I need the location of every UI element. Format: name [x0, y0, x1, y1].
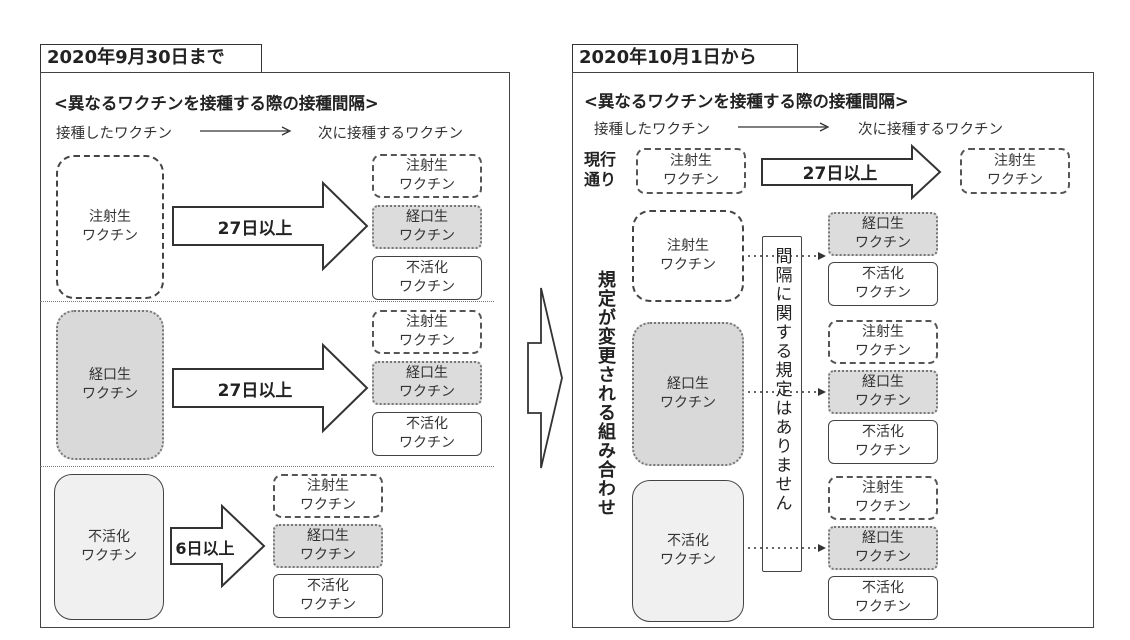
left-separator-2 — [40, 466, 494, 467]
right-g2-target-oral: 経口生 ワクチン — [828, 370, 938, 414]
transition-arrow — [527, 287, 563, 469]
left-source-inactivated: 不活化 ワクチン — [54, 474, 164, 620]
right-g3-target-oral: 経口生 ワクチン — [828, 526, 938, 570]
right-source-inactivated: 不活化 ワクチン — [632, 480, 744, 622]
right-from-label: 接種したワクチン — [594, 122, 710, 138]
right-period-header: 2020年10月1日から — [572, 44, 798, 72]
left-source-injectable-live: 注射生 ワクチン — [56, 155, 164, 299]
no-interval-rule-box: 間隔に関する規定はありません — [762, 236, 802, 572]
no-interval-rule-text: 間隔に関する規定はありません — [771, 247, 792, 513]
right-subtitle: <異なるワクチンを接種する際の接種間隔> — [584, 92, 909, 111]
left-g2-target-injectable: 注射生 ワクチン — [372, 310, 482, 354]
right-g2-target-injectable: 注射生 ワクチン — [828, 320, 938, 364]
current-rule-label: 現行 通り — [584, 150, 617, 189]
left-separator-1 — [40, 301, 494, 302]
left-g2-target-oral: 経口生 ワクチン — [372, 361, 482, 405]
right-g2-target-inactivated: 不活化 ワクチン — [828, 420, 938, 464]
left-period-header: 2020年9月30日まで — [40, 44, 262, 72]
left-g3-target-oral: 経口生 ワクチン — [273, 524, 383, 568]
left-g1-target-injectable: 注射生 ワクチン — [372, 154, 482, 198]
left-g1-target-oral: 経口生 ワクチン — [372, 205, 482, 249]
current-source-injectable: 注射生 ワクチン — [636, 148, 746, 194]
right-source-oral-live: 経口生 ワクチン — [632, 322, 744, 466]
left-interval-label-2: 27日以上 — [217, 380, 293, 401]
left-g3-target-injectable: 注射生 ワクチン — [273, 474, 383, 518]
current-interval-label: 27日以上 — [802, 163, 878, 184]
left-g1-target-inactivated: 不活化 ワクチン — [372, 256, 482, 300]
left-source-oral-live: 経口生 ワクチン — [56, 310, 164, 460]
right-to-label: 次に接種するワクチン — [858, 122, 1003, 138]
changed-combinations-label: 規定が変更される組み合わせ — [595, 270, 616, 517]
right-g3-target-injectable: 注射生 ワクチン — [828, 476, 938, 520]
left-from-label: 接種したワクチン — [56, 126, 172, 142]
left-to-label: 次に接種するワクチン — [318, 126, 463, 142]
left-interval-label-3: 6日以上 — [175, 539, 235, 558]
current-target-injectable: 注射生 ワクチン — [960, 148, 1070, 194]
left-g2-target-inactivated: 不活化 ワクチン — [372, 412, 482, 456]
right-g1-target-oral: 経口生 ワクチン — [828, 212, 938, 256]
right-g3-target-inactivated: 不活化 ワクチン — [828, 576, 938, 620]
left-interval-label-1: 27日以上 — [217, 218, 293, 239]
right-source-injectable-live: 注射生 ワクチン — [632, 210, 744, 302]
left-subtitle: <異なるワクチンを接種する際の接種間隔> — [54, 94, 379, 113]
left-g3-target-inactivated: 不活化 ワクチン — [273, 574, 383, 618]
right-g1-target-inactivated: 不活化 ワクチン — [828, 262, 938, 306]
